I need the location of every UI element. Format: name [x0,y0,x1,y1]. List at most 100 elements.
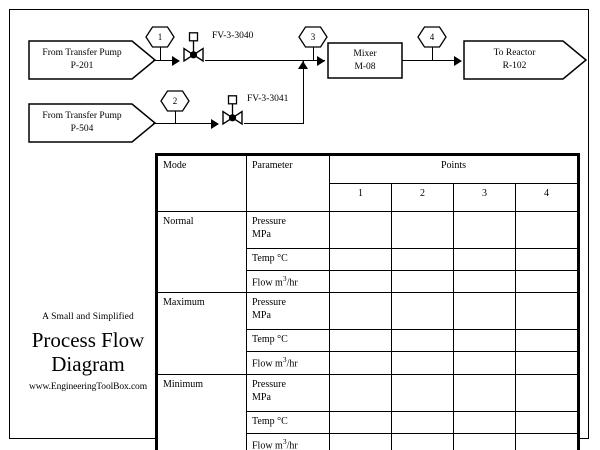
table-header-point-3: 3 [453,183,516,212]
table-cell-value[interactable] [453,211,516,249]
flow-arrow-into-reactor [454,55,462,66]
table-cell-value[interactable] [329,211,392,249]
table-cell-value[interactable] [391,410,454,434]
table-cell-value[interactable] [515,292,578,331]
table-cell-parameter: Temp °C [246,329,330,353]
table-cell-value[interactable] [453,432,516,450]
table-cell-value[interactable] [453,373,516,412]
flow-arrow-into-valve-1 [172,55,180,66]
source-shape-p504[interactable]: From Transfer Pump P-504 [28,103,156,143]
table-header-point-1: 1 [329,183,392,212]
point-marker-3[interactable]: 3 [298,26,328,48]
valve-tag-fv-3-3040: FV-3-3040 [212,31,254,41]
table-row: Flow m3/hr [158,351,578,375]
title-main: Process Flow Diagram [18,328,158,376]
table-cell-value[interactable] [329,329,392,353]
table-cell-mode-minimum: Minimum [157,373,247,450]
point-marker-1[interactable]: 1 [145,26,175,48]
table-cell-value[interactable] [453,292,516,331]
flow-arrow-into-mixer [317,55,325,66]
table-cell-value[interactable] [515,351,578,375]
point-marker-4[interactable]: 4 [417,26,447,48]
table-cell-parameter: Flow m3/hr [246,269,330,294]
control-valve-fv-3-3041[interactable] [220,95,246,127]
table-header-mode: Mode [157,155,247,212]
table-cell-value[interactable] [515,410,578,434]
table-cell-parameter: Temp °C [246,248,330,271]
table-cell-value[interactable] [329,432,392,450]
flow-arrow-riser-join [297,61,308,69]
table-header-point-4: 4 [515,183,578,212]
table-header-point-2: 2 [391,183,454,212]
table-cell-value[interactable] [391,432,454,450]
table-cell-value[interactable] [391,248,454,271]
title-subtitle: A Small and Simplified [42,312,134,322]
table-cell-value[interactable] [329,292,392,331]
pipe-valve2-run [244,123,304,124]
table-cell-value[interactable] [515,329,578,353]
table-cell-value[interactable] [453,410,516,434]
table-cell-value[interactable] [391,351,454,375]
pipe-p201-to-valve [153,60,175,61]
flow-arrow-into-valve-2 [211,118,219,129]
table-header-parameter: Parameter [246,155,330,212]
control-valve-fv-3-3040[interactable] [181,32,207,64]
table-cell-value[interactable] [391,211,454,249]
title-line-1: Process Flow [31,328,145,352]
table-cell-value[interactable] [515,432,578,450]
table-cell-mode-normal: Normal [157,210,247,294]
table-cell-parameter: Flow m3/hr [246,351,330,375]
table-cell-value[interactable] [391,269,454,294]
title-line-2: Diagram [51,351,125,376]
equipment-mixer-m08[interactable]: Mixer M-08 [327,42,403,79]
table-cell-value[interactable] [515,269,578,294]
title-block: A Small and Simplified Process Flow Diag… [18,312,158,392]
table-header-points: Points [329,155,578,184]
pipe-p504-to-valve [153,123,213,124]
table-cell-parameter: Flow m3/hr [246,432,330,450]
point-marker-2[interactable]: 2 [160,90,190,112]
table-cell-value[interactable] [515,211,578,249]
table-cell-value[interactable] [453,269,516,294]
table-cell-value[interactable] [329,373,392,412]
pipe-riser-to-header [302,60,304,124]
pipe-main-header [205,60,325,61]
table-cell-parameter: Temp °C [246,410,330,434]
table-row: Temp °C [158,329,578,353]
point-marker-1-stem [159,47,161,60]
table-cell-value[interactable] [453,351,516,375]
table-cell-value[interactable] [453,329,516,353]
destination-shape-r102[interactable]: To Reactor R-102 [463,40,587,80]
valve-tag-fv-3-3041: FV-3-3041 [247,94,289,104]
source-shape-p201[interactable]: From Transfer Pump P-201 [28,40,156,80]
table-cell-value[interactable] [329,410,392,434]
table-cell-value[interactable] [329,248,392,271]
point-marker-4-stem [431,47,433,60]
table-cell-value[interactable] [515,373,578,412]
table-cell-value[interactable] [515,248,578,271]
table-row: Temp °C [158,248,578,271]
table-cell-value[interactable] [453,248,516,271]
table-cell-value[interactable] [391,292,454,331]
table-cell-value[interactable] [391,329,454,353]
point-marker-3-stem [312,47,314,60]
table-row: Flow m3/hr [158,269,578,294]
table-cell-value[interactable] [329,351,392,375]
table-cell-value[interactable] [329,269,392,294]
table-row: Flow m3/hr [158,432,578,450]
table-row: Temp °C [158,410,578,434]
pipe-mixer-to-reactor [402,60,460,61]
table-cell-value[interactable] [391,373,454,412]
title-url: www.EngineeringToolBox.com [28,382,147,393]
table-cell-mode-maximum: Maximum [157,292,247,375]
